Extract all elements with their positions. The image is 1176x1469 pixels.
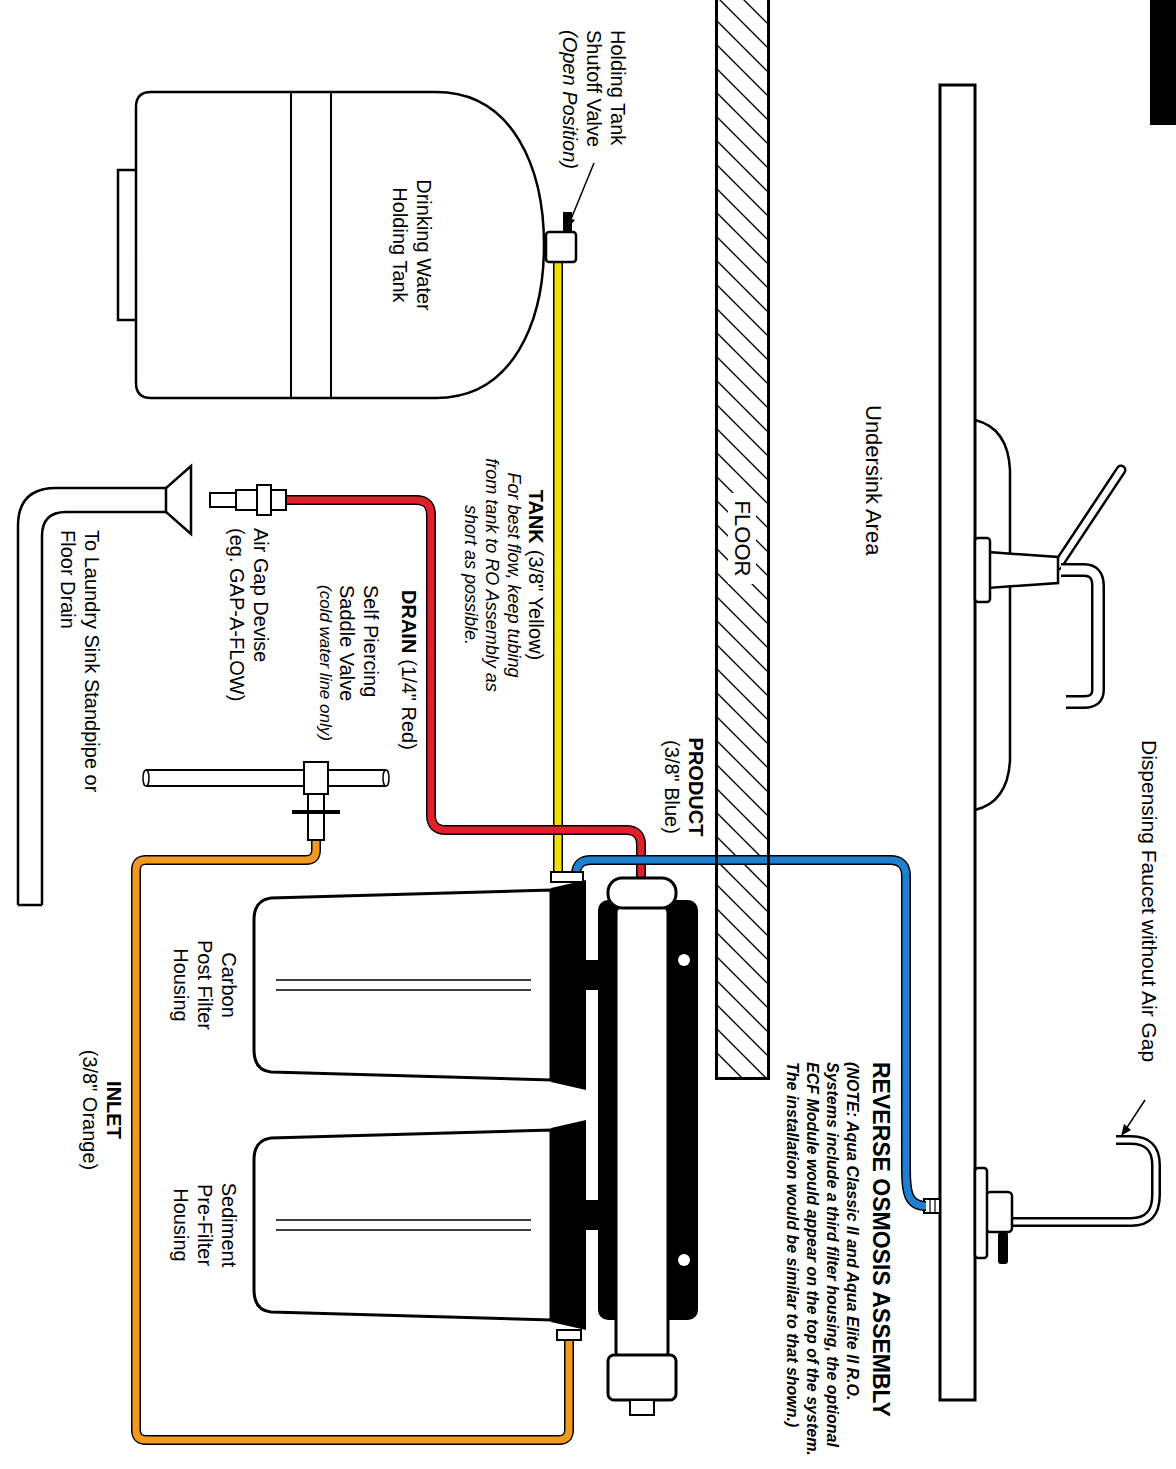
node-label: Drinking Water Holding Tank <box>388 170 436 320</box>
node-text: FLOOR <box>718 0 767 1077</box>
assembly-title: REVERSE OSMOSIS ASSEMBLY <box>868 1062 894 1417</box>
tube-name: DRAIN <box>398 590 420 653</box>
label-group: To Laundry Sink Standpipe or Floor Drain <box>56 530 104 800</box>
tube-spec: (1/4" Red) <box>398 659 420 749</box>
label-group: Dispensing Faucet without Air Gap <box>1137 740 1162 1100</box>
note-text: (NOTE: Aqua Classic II and Aqua Elite II… <box>784 1062 861 1456</box>
floor-label: FLOOR <box>729 493 757 585</box>
tube-spec: (3/8" Blue) <box>660 728 684 846</box>
tank-outline <box>116 90 546 400</box>
holding-tank: Drinking Water Holding Tank <box>116 90 546 400</box>
callout-label: Holding Tank Shutoff Valve <box>582 30 630 180</box>
label-group: (NOTE: Aqua Classic II and Aqua Elite II… <box>782 1062 862 1457</box>
label-group: Air Gap Devise(eg. GAP-A-FLOW) <box>225 528 273 701</box>
part-label: (eg. GAP-A-FLOW) <box>225 528 249 701</box>
part-note: (cold water line only) <box>315 585 335 765</box>
tube-note: For best flow, keep tubing from tank to … <box>459 453 524 698</box>
tube-spec: (3/8" Orange) <box>78 1040 102 1180</box>
tube-name: INLET <box>102 1040 126 1180</box>
label-group: Carbon Post Filter Housing <box>169 930 241 1040</box>
label-group: Undersink Area <box>860 405 886 555</box>
label-group: Self Piercing Saddle Valve(cold water li… <box>315 585 383 765</box>
area-label: Undersink Area <box>861 405 886 555</box>
label-group: Holding Tank Shutoff Valve(Open Position… <box>558 30 630 180</box>
part-label: Air Gap Devise <box>249 528 273 701</box>
label-group: INLET(3/8" Orange) <box>78 1040 126 1180</box>
part-label: To Laundry Sink Standpipe or Floor Drain <box>56 530 104 800</box>
part-label: Self Piercing Saddle Valve <box>335 585 383 735</box>
label-group: DRAIN (1/4" Red) <box>397 590 421 750</box>
tube-spec: (3/8" Yellow) <box>525 550 547 661</box>
tube-name: PRODUCT <box>684 728 708 846</box>
node-text: Drinking Water Holding Tank <box>388 170 436 320</box>
tube-name: TANK <box>525 490 547 544</box>
part-label: Carbon Post Filter Housing <box>169 930 241 1040</box>
floor-band: FLOOR <box>715 0 770 1080</box>
label-group: Sediment Pre-Filter Housing <box>169 1170 241 1280</box>
callout-note: (Open Position) <box>558 30 582 180</box>
part-label: Sediment Pre-Filter Housing <box>169 1170 241 1280</box>
label-group: PRODUCT(3/8" Blue) <box>660 728 708 846</box>
title-block: REVERSE OSMOSIS ASSEMBLY <box>866 1062 894 1417</box>
label-group: TANK (3/8" Yellow)For best flow, keep tub… <box>459 440 548 710</box>
callout-label: Dispensing Faucet without Air Gap <box>1138 740 1161 1062</box>
